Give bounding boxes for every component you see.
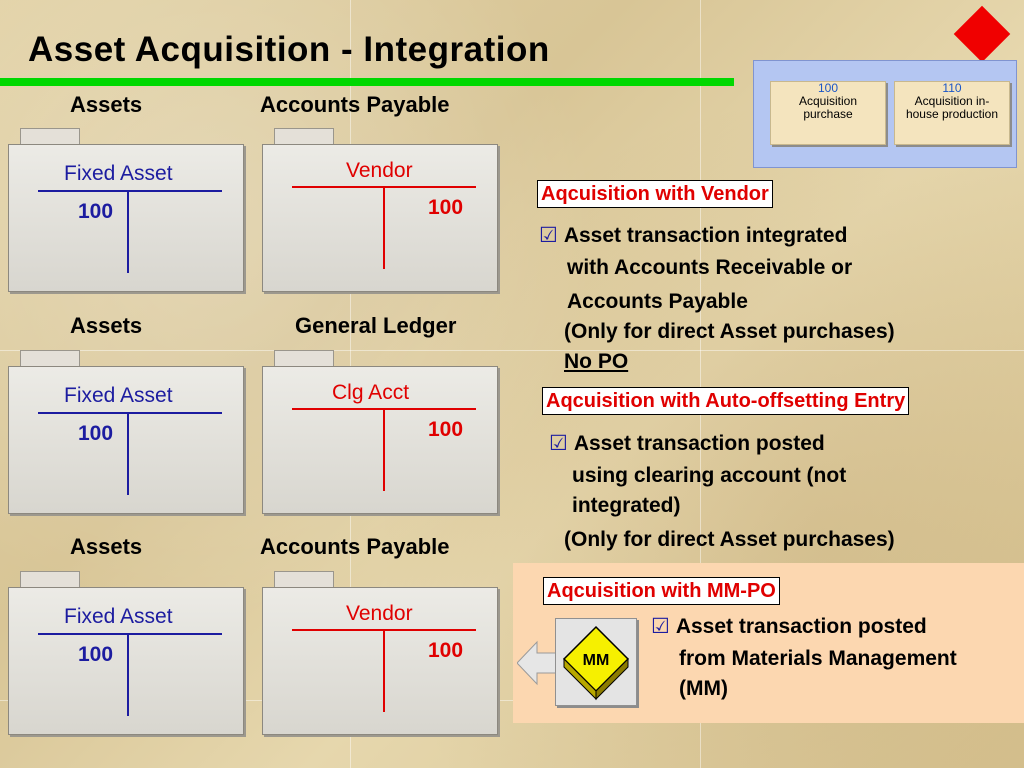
left-arrow-icon: [517, 640, 559, 686]
t-account-label: Vendor: [346, 159, 413, 182]
t-account-value: 100: [78, 643, 114, 666]
row-header-right: Accounts Payable: [260, 92, 450, 117]
section-heading-auto-offset: Aqcuisition with Auto-offsetting Entry: [542, 387, 910, 415]
t-account-value: 100: [78, 200, 114, 223]
section-heading-mm-po: Aqcuisition with MM-PO: [543, 577, 780, 605]
row-header-left: Assets: [70, 534, 143, 559]
bullet-line: Accounts Payable: [567, 290, 748, 313]
row-header-right: Accounts Payable: [260, 534, 450, 559]
bullet-line: Asset transaction posted: [675, 615, 927, 638]
folder-body: [8, 144, 244, 292]
folder-tab: [20, 128, 80, 147]
section-note: (Only for direct Asset purchases): [564, 320, 895, 343]
folder-body: [262, 144, 498, 292]
folder-tab: [274, 350, 334, 369]
t-account-hline: [38, 190, 222, 192]
mini-card-label: Acquisition in-house production: [905, 94, 999, 121]
section-bullet: ☑Asset transaction integrated: [539, 220, 847, 252]
mm-card: MM: [555, 618, 637, 706]
t-account-value: 100: [78, 422, 114, 445]
t-account-label: Fixed Asset: [64, 162, 173, 185]
t-account-value: 100: [428, 196, 464, 219]
account-folder: Fixed Asset 100: [8, 350, 244, 514]
mini-card-purchase: 100 Acquisition purchase: [770, 81, 886, 145]
folder-body: [8, 587, 244, 735]
t-account-vline: [383, 630, 385, 712]
t-account-hline: [38, 633, 222, 635]
checkbox-icon: ☑: [539, 224, 558, 247]
account-folder: Vendor 100: [262, 571, 498, 735]
title-underline: [0, 78, 734, 86]
t-account-label: Fixed Asset: [64, 605, 173, 628]
row-header-right: General Ledger: [295, 313, 457, 338]
t-account-label: Vendor: [346, 602, 413, 625]
bullet-line: (MM): [679, 677, 728, 700]
section-bullet: ☑Asset transaction posted: [549, 428, 825, 460]
mini-card-number: 110: [942, 81, 962, 95]
t-account-label: Clg Acct: [332, 381, 410, 404]
folder-body: [8, 366, 244, 514]
grid-line: [0, 350, 1024, 351]
t-account-value: 100: [428, 418, 464, 441]
mini-card-label: Acquisition purchase: [798, 94, 858, 121]
account-folder: Fixed Asset 100: [8, 571, 244, 735]
mini-card-in-house: 110 Acquisition in-house production: [894, 81, 1010, 145]
checkbox-icon: ☑: [651, 615, 670, 638]
bullet-line: integrated): [572, 494, 681, 517]
folder-tab: [20, 350, 80, 369]
section-extra: No PO: [564, 350, 629, 373]
t-account-vline: [127, 191, 129, 273]
t-account-value: 100: [428, 639, 464, 662]
bullet-line: using clearing account (not: [572, 464, 847, 487]
checkbox-icon: ☑: [549, 432, 568, 455]
mm-cube-icon: MM: [562, 625, 630, 701]
acquisition-types-panel: 100 Acquisition purchase 110 Acquisition…: [753, 60, 1017, 168]
t-account-vline: [127, 634, 129, 716]
grid-line: [700, 0, 701, 768]
folder-tab: [274, 128, 334, 147]
bullet-line: with Accounts Receivable or: [567, 256, 853, 279]
section-note: (Only for direct Asset purchases): [564, 528, 895, 551]
account-folder: Clg Acct 100: [262, 350, 498, 514]
folder-body: [262, 587, 498, 735]
grid-line: [0, 700, 1024, 701]
bullet-line: from Materials Management: [679, 647, 957, 670]
row-header-left: Assets: [70, 313, 143, 338]
t-account-vline: [127, 413, 129, 495]
bullet-line: Asset transaction integrated: [563, 224, 848, 247]
t-account-hline: [38, 412, 222, 414]
mm-icon-label: MM: [583, 652, 610, 669]
t-account-vline: [383, 409, 385, 491]
folder-body: [262, 366, 498, 514]
section-heading-vendor: Aqcuisition with Vendor: [537, 180, 773, 208]
row-header-left: Assets: [70, 92, 143, 117]
account-folder: Vendor 100: [262, 128, 498, 292]
folder-tab: [20, 571, 80, 590]
t-account-vline: [383, 187, 385, 269]
section-bullet: ☑Asset transaction posted: [651, 611, 927, 643]
mini-card-number: 100: [817, 81, 839, 95]
red-diamond-icon: [953, 5, 1011, 63]
bullet-line: Asset transaction posted: [573, 432, 825, 455]
t-account-label: Fixed Asset: [64, 384, 173, 407]
page-title: Asset Acquisition - Integration: [28, 30, 550, 69]
folder-tab: [274, 571, 334, 590]
account-folder: Fixed Asset 100: [8, 128, 244, 292]
